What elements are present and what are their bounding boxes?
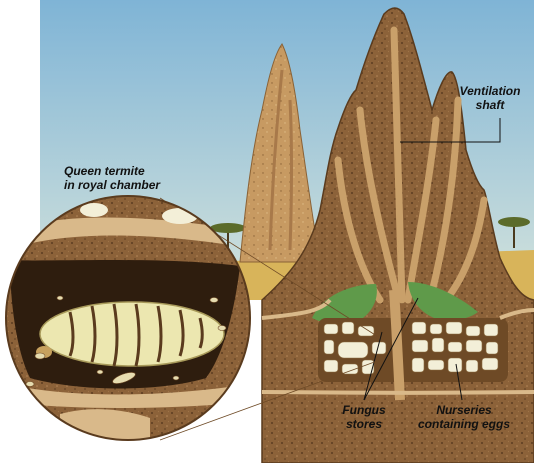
distant-mound [239, 43, 321, 263]
termite-icon [25, 295, 227, 387]
queen-termite-icon [36, 301, 225, 367]
royal-chamber-border [5, 195, 251, 441]
label-queen-termite: Queen termite in royal chamber [64, 164, 160, 192]
label-queen-line-1: Queen termite [64, 164, 145, 178]
soil-strata [261, 298, 534, 395]
fungus-bed-right [408, 282, 478, 320]
fungus-bed-left [312, 284, 377, 325]
acacia-tree-icon [498, 217, 530, 248]
fungus-leader [363, 331, 383, 401]
nurseries-leader [455, 363, 463, 401]
label-ventilation-line-1: Ventilation [459, 84, 521, 98]
label-fungus-line-2: stores [345, 417, 383, 431]
label-nurseries-line-1: Nurseries [436, 403, 492, 417]
label-fungus-line-1: Fungus [342, 403, 386, 417]
label-ventilation-line-2: shaft [475, 98, 505, 112]
nursery-eggs [323, 321, 499, 375]
ventilation-shaft-leader [400, 118, 501, 143]
label-ventilation-shaft: Ventilation shaft [448, 84, 532, 112]
label-queen-line-2: in royal chamber [64, 178, 161, 192]
label-nurseries: Nurseries containing eggs [406, 403, 522, 431]
label-fungus-stores: Fungus stores [332, 403, 396, 431]
ventilation-shafts [334, 26, 488, 304]
magnifier-line-bottom [159, 359, 381, 441]
fungus-leader-2 [363, 297, 419, 401]
label-nurseries-line-2: containing eggs [417, 417, 510, 431]
